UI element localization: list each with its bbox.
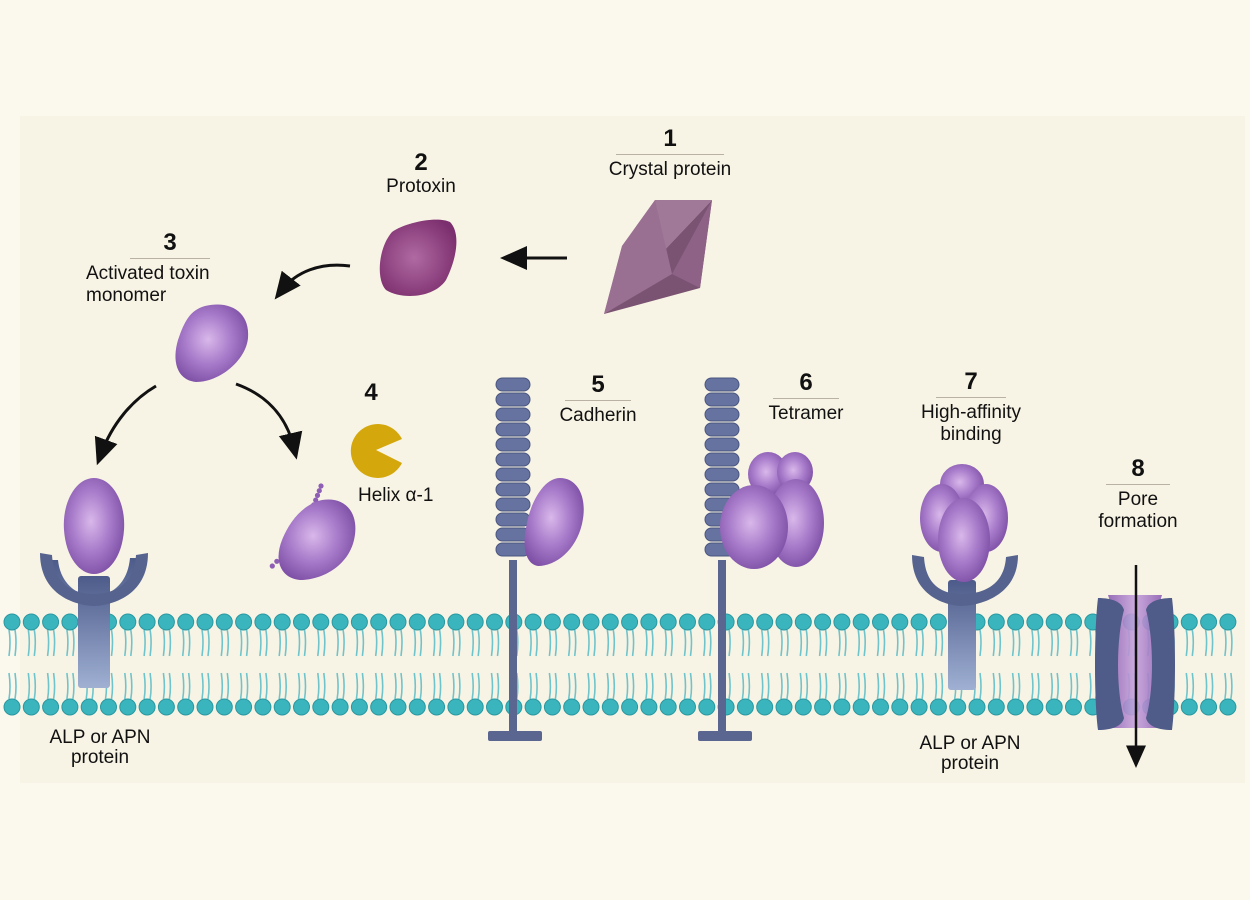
bound-toxin-monomer-left [63, 478, 125, 574]
step-7-number: 7 [964, 368, 978, 395]
arrow-protoxin-to-monomer [274, 263, 351, 300]
step-4-number-wrap: 4 [356, 380, 386, 406]
diagram-panel [20, 116, 1245, 783]
alp-apn-receptor-left [40, 553, 148, 688]
arrow-monomer-to-helix [235, 382, 303, 460]
step-1-number: 1 [663, 125, 677, 152]
step-7-label: High-affinity binding [921, 402, 1021, 445]
step-2-number: 2 [414, 149, 428, 176]
step-7: 7 High-affinity binding [896, 369, 1046, 446]
step-3: 3 Activated toxin monomer [80, 230, 260, 307]
high-affinity-tetramer [920, 464, 1008, 582]
step-3-number: 3 [163, 229, 177, 256]
arrow-monomer-to-receptor [94, 384, 157, 466]
cadherin-receptor [488, 377, 542, 741]
step-2: 2 Protoxin [362, 150, 480, 198]
activated-toxin-monomer-icon [175, 304, 249, 382]
step-5-number: 5 [591, 371, 605, 398]
lipid-bilayer-membrane [3, 613, 1237, 716]
step-3-label: Activated toxin monomer [86, 263, 210, 306]
step-8: 8 Pore formation [1088, 456, 1188, 533]
helix-alpha-1-pacman-icon [350, 424, 402, 479]
alp-apn-label-right: ALP or APN protein [919, 733, 1021, 774]
step-6: 6 Tetramer [756, 370, 856, 425]
step-4-label: Helix α-1 [358, 485, 434, 506]
alp-apn-label-left: ALP or APN protein [49, 727, 151, 768]
step-5-label: Cadherin [559, 405, 637, 426]
toxin-bound-to-cadherin [524, 478, 584, 566]
step-5: 5 Cadherin [546, 372, 650, 427]
protoxin-icon [379, 219, 457, 296]
step-1: 1 Crystal protein [585, 126, 755, 181]
cleaved-toxin-icon [278, 499, 356, 580]
step-8-label: Pore formation [1098, 489, 1178, 532]
step-4-number: 4 [364, 379, 378, 406]
alp-apn-receptor-right [912, 555, 1018, 690]
step-8-number: 8 [1131, 455, 1145, 482]
crystal-protein-icon [604, 200, 712, 314]
step-6-label: Tetramer [768, 403, 844, 424]
step-2-label: Protoxin [386, 176, 456, 197]
step-1-label: Crystal protein [608, 159, 732, 180]
step-6-number: 6 [799, 369, 813, 396]
toxin-tetramer [720, 452, 824, 569]
